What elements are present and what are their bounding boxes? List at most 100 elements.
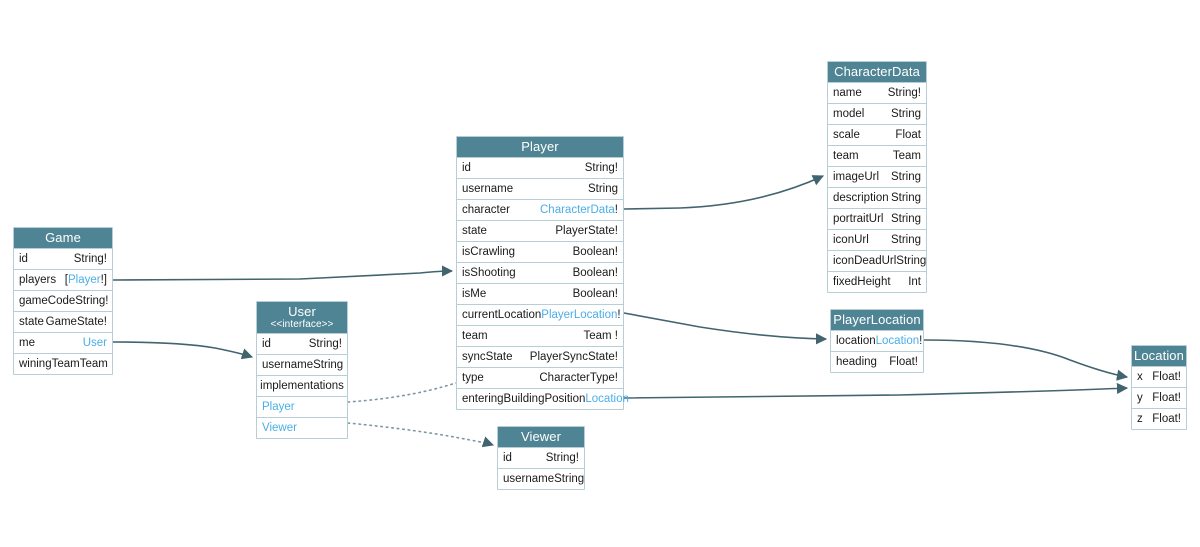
- field-type[interactable]: [Player!]: [65, 274, 107, 286]
- edge-player-character-to-characterdata: [623, 175, 825, 210]
- entity-location[interactable]: Location x Float! y Float! z Float!: [1131, 345, 1187, 430]
- field-row[interactable]: character CharacterData!: [457, 199, 623, 220]
- entity-player-title: Player: [457, 137, 623, 157]
- field-row[interactable]: fixedHeight Int: [828, 271, 926, 292]
- field-row[interactable]: username String: [498, 468, 584, 489]
- field-type: String: [890, 213, 921, 225]
- field-name: fixedHeight: [833, 276, 891, 288]
- entity-player[interactable]: Player id String! username String charac…: [456, 136, 629, 410]
- field-row[interactable]: scale Float: [828, 124, 926, 145]
- field-name: state: [19, 316, 44, 328]
- field-name: state: [462, 225, 487, 237]
- implementation-row[interactable]: Player: [257, 396, 347, 417]
- field-name: isCrawling: [462, 246, 516, 258]
- field-row[interactable]: y Float!: [1132, 387, 1186, 408]
- field-name: id: [462, 162, 471, 174]
- field-type: String!: [584, 162, 618, 174]
- implementations-label: implementations: [260, 380, 344, 392]
- field-row[interactable]: iconUrl String: [828, 229, 926, 250]
- field-row[interactable]: heading Float!: [831, 351, 923, 372]
- field-type: Boolean!: [572, 246, 618, 258]
- field-name: scale: [833, 129, 860, 141]
- field-row[interactable]: x Float!: [1132, 366, 1186, 387]
- field-type: Float!: [1152, 413, 1181, 425]
- field-row[interactable]: gameCode String!: [14, 290, 112, 311]
- field-row[interactable]: username String: [257, 354, 347, 375]
- field-row[interactable]: state GameState!: [14, 311, 112, 332]
- field-type: String: [896, 255, 927, 267]
- edge-playerlocation-location-to-location: [923, 339, 1129, 381]
- field-name: character: [462, 204, 510, 216]
- field-name: isMe: [462, 288, 487, 300]
- field-type[interactable]: CharacterData!: [540, 204, 618, 216]
- field-row[interactable]: team Team: [828, 145, 926, 166]
- field-type: String: [554, 473, 585, 485]
- field-row[interactable]: portraitUrl String: [828, 208, 926, 229]
- field-type[interactable]: PlayerLocation!: [541, 309, 621, 321]
- field-row[interactable]: iconDeadUrl String: [828, 250, 926, 271]
- field-row[interactable]: isMe Boolean!: [457, 283, 623, 304]
- field-name: players: [19, 274, 57, 286]
- entity-user[interactable]: User <<interface>> id String! username S…: [256, 301, 348, 439]
- field-type: Boolean!: [572, 267, 618, 279]
- field-row[interactable]: id String!: [457, 157, 623, 178]
- implementation-name[interactable]: Viewer: [262, 422, 297, 434]
- field-type[interactable]: Location!: [875, 335, 923, 347]
- entity-game[interactable]: Game id String! players [Player!] gameCo…: [13, 227, 113, 375]
- field-name: username: [503, 473, 555, 485]
- implementation-row[interactable]: Viewer: [257, 417, 347, 438]
- field-row[interactable]: players [Player!]: [14, 269, 112, 290]
- field-name: gameCode: [19, 295, 76, 307]
- field-name: currentLocation: [462, 309, 542, 321]
- field-row[interactable]: syncState PlayerSyncState!: [457, 346, 623, 367]
- field-row[interactable]: id String!: [498, 447, 584, 468]
- field-name: z: [1137, 413, 1143, 425]
- list-inner-type[interactable]: Player: [68, 274, 101, 286]
- field-type: Float: [895, 129, 921, 141]
- entity-game-title: Game: [14, 228, 112, 248]
- field-row[interactable]: team Team !: [457, 325, 623, 346]
- non-null-marker: !]: [100, 274, 107, 286]
- field-row[interactable]: winingTeam Team: [14, 353, 112, 374]
- implementation-name[interactable]: Player: [262, 401, 295, 413]
- field-type: PlayerState!: [555, 225, 618, 237]
- field-row[interactable]: state PlayerState!: [457, 220, 623, 241]
- entity-user-title: User <<interface>>: [257, 302, 347, 333]
- field-type: String: [890, 192, 921, 204]
- field-row[interactable]: username String: [457, 178, 623, 199]
- field-type: String: [890, 108, 921, 120]
- field-name: type: [462, 372, 484, 384]
- field-type[interactable]: Location: [585, 393, 629, 405]
- field-type[interactable]: User: [82, 337, 107, 349]
- field-name: username: [262, 359, 314, 371]
- field-name: iconUrl: [833, 234, 869, 246]
- field-type: String: [890, 234, 921, 246]
- field-row[interactable]: enteringBuildingPosition Location: [457, 388, 629, 409]
- field-row[interactable]: isCrawling Boolean!: [457, 241, 623, 262]
- field-type: CharacterType!: [539, 372, 618, 384]
- entity-player-location[interactable]: PlayerLocation location Location! headin…: [830, 309, 924, 373]
- field-row[interactable]: z Float!: [1132, 408, 1186, 429]
- field-type: GameState!: [45, 316, 107, 328]
- field-row[interactable]: type CharacterType!: [457, 367, 623, 388]
- entity-user-stereotype: <<interface>>: [270, 319, 334, 330]
- field-row[interactable]: model String: [828, 103, 926, 124]
- field-row[interactable]: imageUrl String: [828, 166, 926, 187]
- entity-character-data[interactable]: CharacterData name String! model String …: [827, 61, 927, 293]
- field-row[interactable]: id String!: [257, 333, 347, 354]
- field-row[interactable]: description String: [828, 187, 926, 208]
- entity-viewer[interactable]: Viewer id String! username String: [497, 426, 585, 490]
- field-row[interactable]: id String!: [14, 248, 112, 269]
- field-row[interactable]: me User: [14, 332, 112, 353]
- field-row[interactable]: location Location!: [831, 330, 923, 351]
- field-type: Team: [79, 358, 108, 370]
- entity-viewer-title: Viewer: [498, 427, 584, 447]
- field-name: id: [19, 253, 28, 265]
- field-type: String!: [75, 295, 109, 307]
- field-row[interactable]: currentLocation PlayerLocation!: [457, 304, 623, 325]
- field-row[interactable]: name String!: [828, 82, 926, 103]
- field-name: me: [19, 337, 35, 349]
- field-row[interactable]: isShooting Boolean!: [457, 262, 623, 283]
- field-name: y: [1137, 392, 1143, 404]
